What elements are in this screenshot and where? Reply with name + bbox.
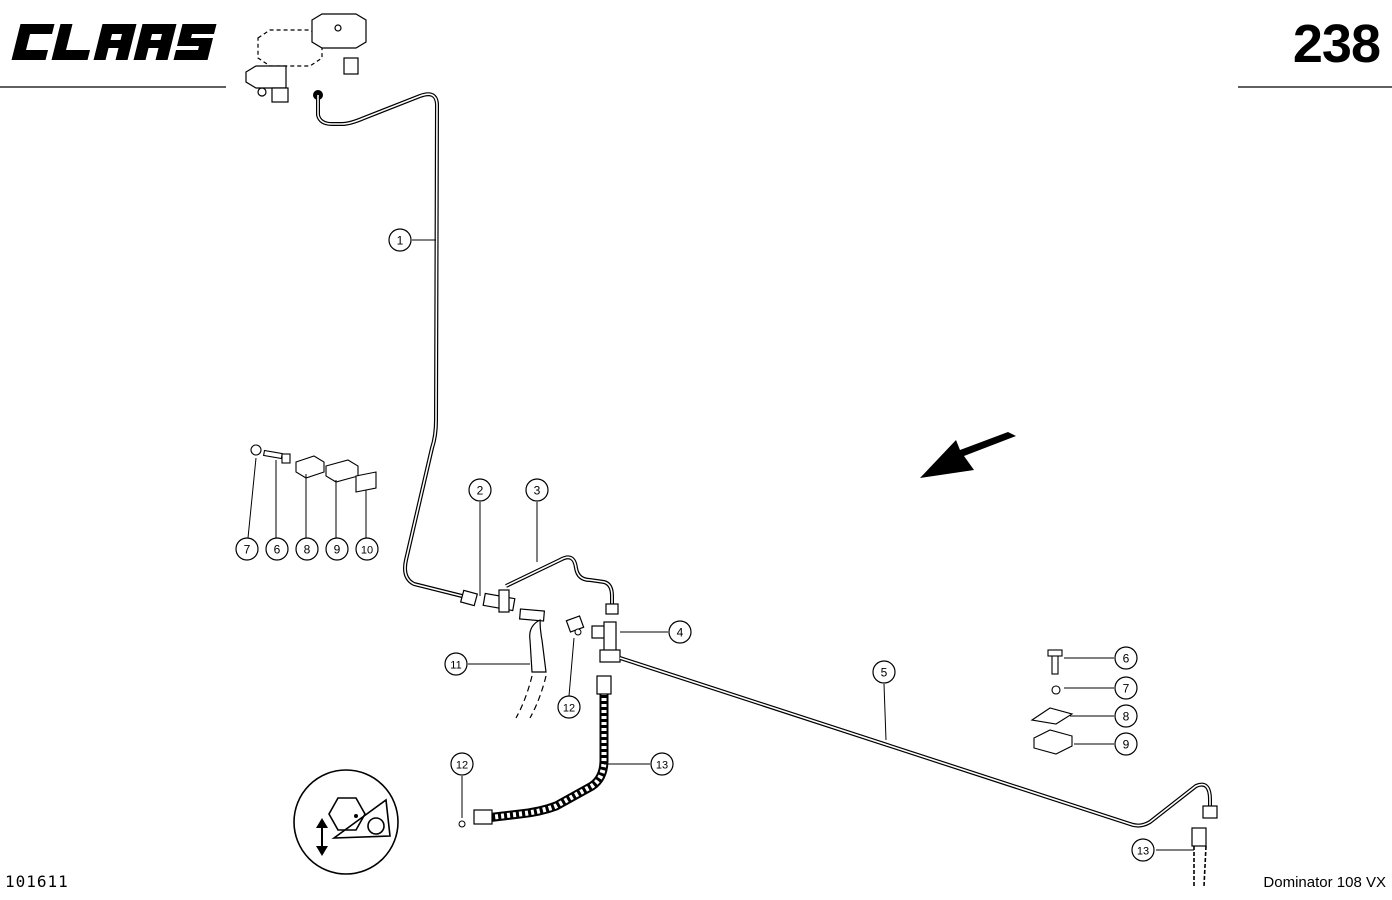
callout-c3: 3	[525, 478, 549, 502]
callout-c10: 10	[355, 537, 379, 561]
callout-label: 2	[477, 484, 484, 498]
callout-circle	[557, 695, 581, 719]
callout-circle	[1114, 646, 1138, 670]
callout-c9b: 9	[1114, 732, 1138, 756]
callout-circle	[668, 620, 692, 644]
callout-c7a: 7	[235, 537, 259, 561]
tee-fitting-4	[591, 621, 621, 663]
machine-model: Dominator 108 VX	[1263, 874, 1386, 891]
callout-circle	[872, 660, 896, 684]
hose-11-dashed	[515, 675, 547, 719]
callout-circle	[468, 478, 492, 502]
callout-c5: 5	[872, 660, 896, 684]
callout-c8b: 8	[1114, 704, 1138, 728]
callout-c4: 4	[668, 620, 692, 644]
callout-c9a: 9	[325, 537, 349, 561]
callout-label: 5	[881, 666, 888, 680]
callout-label: 13	[1137, 846, 1149, 858]
callout-label: 1	[397, 234, 404, 248]
document-number: 101611	[5, 872, 69, 891]
hose-13-right-fitting	[1191, 827, 1207, 847]
pipe-1	[316, 92, 471, 600]
callout-circle	[444, 652, 468, 676]
callout-label: 12	[563, 703, 575, 715]
pipe-5-nut	[1202, 805, 1218, 819]
callout-label: 3	[534, 484, 541, 498]
pipe-1-nut	[459, 589, 479, 607]
callout-circle	[325, 537, 349, 561]
tee-fitting-2	[482, 589, 516, 613]
callout-circle	[295, 537, 319, 561]
hose-13-end-top	[596, 675, 612, 695]
callout-circle	[235, 537, 259, 561]
callout-label: 6	[1123, 652, 1130, 666]
leader-lines	[247, 239, 1194, 851]
hose-13-end-bottom	[473, 809, 493, 825]
callout-label: 10	[361, 545, 373, 557]
callout-c6b: 6	[1114, 646, 1138, 670]
callout-label: 12	[456, 760, 468, 772]
callout-circle	[650, 752, 674, 776]
callout-label: 9	[1123, 738, 1130, 752]
callout-circle	[450, 752, 474, 776]
callout-c13a: 13	[650, 752, 674, 776]
small-parts-right	[1030, 649, 1074, 755]
callout-c12a: 12	[557, 695, 581, 719]
callout-circle	[388, 228, 412, 252]
o-ring-12-b	[458, 820, 466, 828]
callout-label: 13	[656, 760, 668, 772]
callout-c1: 1	[388, 228, 412, 252]
callout-label: 7	[244, 543, 251, 557]
callout-label: 8	[304, 543, 311, 557]
adjust-hexagon-icon	[293, 769, 399, 875]
callout-label: 6	[274, 543, 281, 557]
valve-block	[245, 13, 367, 103]
callout-circle	[1131, 838, 1155, 862]
callout-circle	[525, 478, 549, 502]
callout-c2: 2	[468, 478, 492, 502]
callout-c11: 11	[444, 652, 468, 676]
hose-13	[485, 686, 609, 823]
callout-c13b: 13	[1131, 838, 1155, 862]
callout-c12b: 12	[450, 752, 474, 776]
hose-elbow-11	[518, 608, 585, 673]
page-number: 238	[1292, 14, 1381, 74]
callout-label: 9	[334, 543, 341, 557]
callout-circle	[1114, 676, 1138, 700]
o-ring-12	[574, 628, 582, 636]
callout-circle	[1114, 704, 1138, 728]
callout-c8a: 8	[295, 537, 319, 561]
callout-label: 4	[677, 626, 684, 640]
hose-13-right	[1193, 845, 1207, 887]
direction-arrow-icon	[920, 432, 1016, 478]
callout-label: 11	[450, 660, 461, 672]
small-parts-left	[250, 444, 377, 493]
callout-label: 8	[1123, 710, 1130, 724]
callout-circle	[265, 537, 289, 561]
callout-c7b: 7	[1114, 676, 1138, 700]
callout-circle	[1114, 732, 1138, 756]
pipe-3-nut	[605, 603, 619, 615]
callout-circle	[355, 537, 379, 561]
claas-logo	[11, 24, 217, 60]
callout-c6a: 6	[265, 537, 289, 561]
callout-label: 7	[1123, 682, 1130, 696]
